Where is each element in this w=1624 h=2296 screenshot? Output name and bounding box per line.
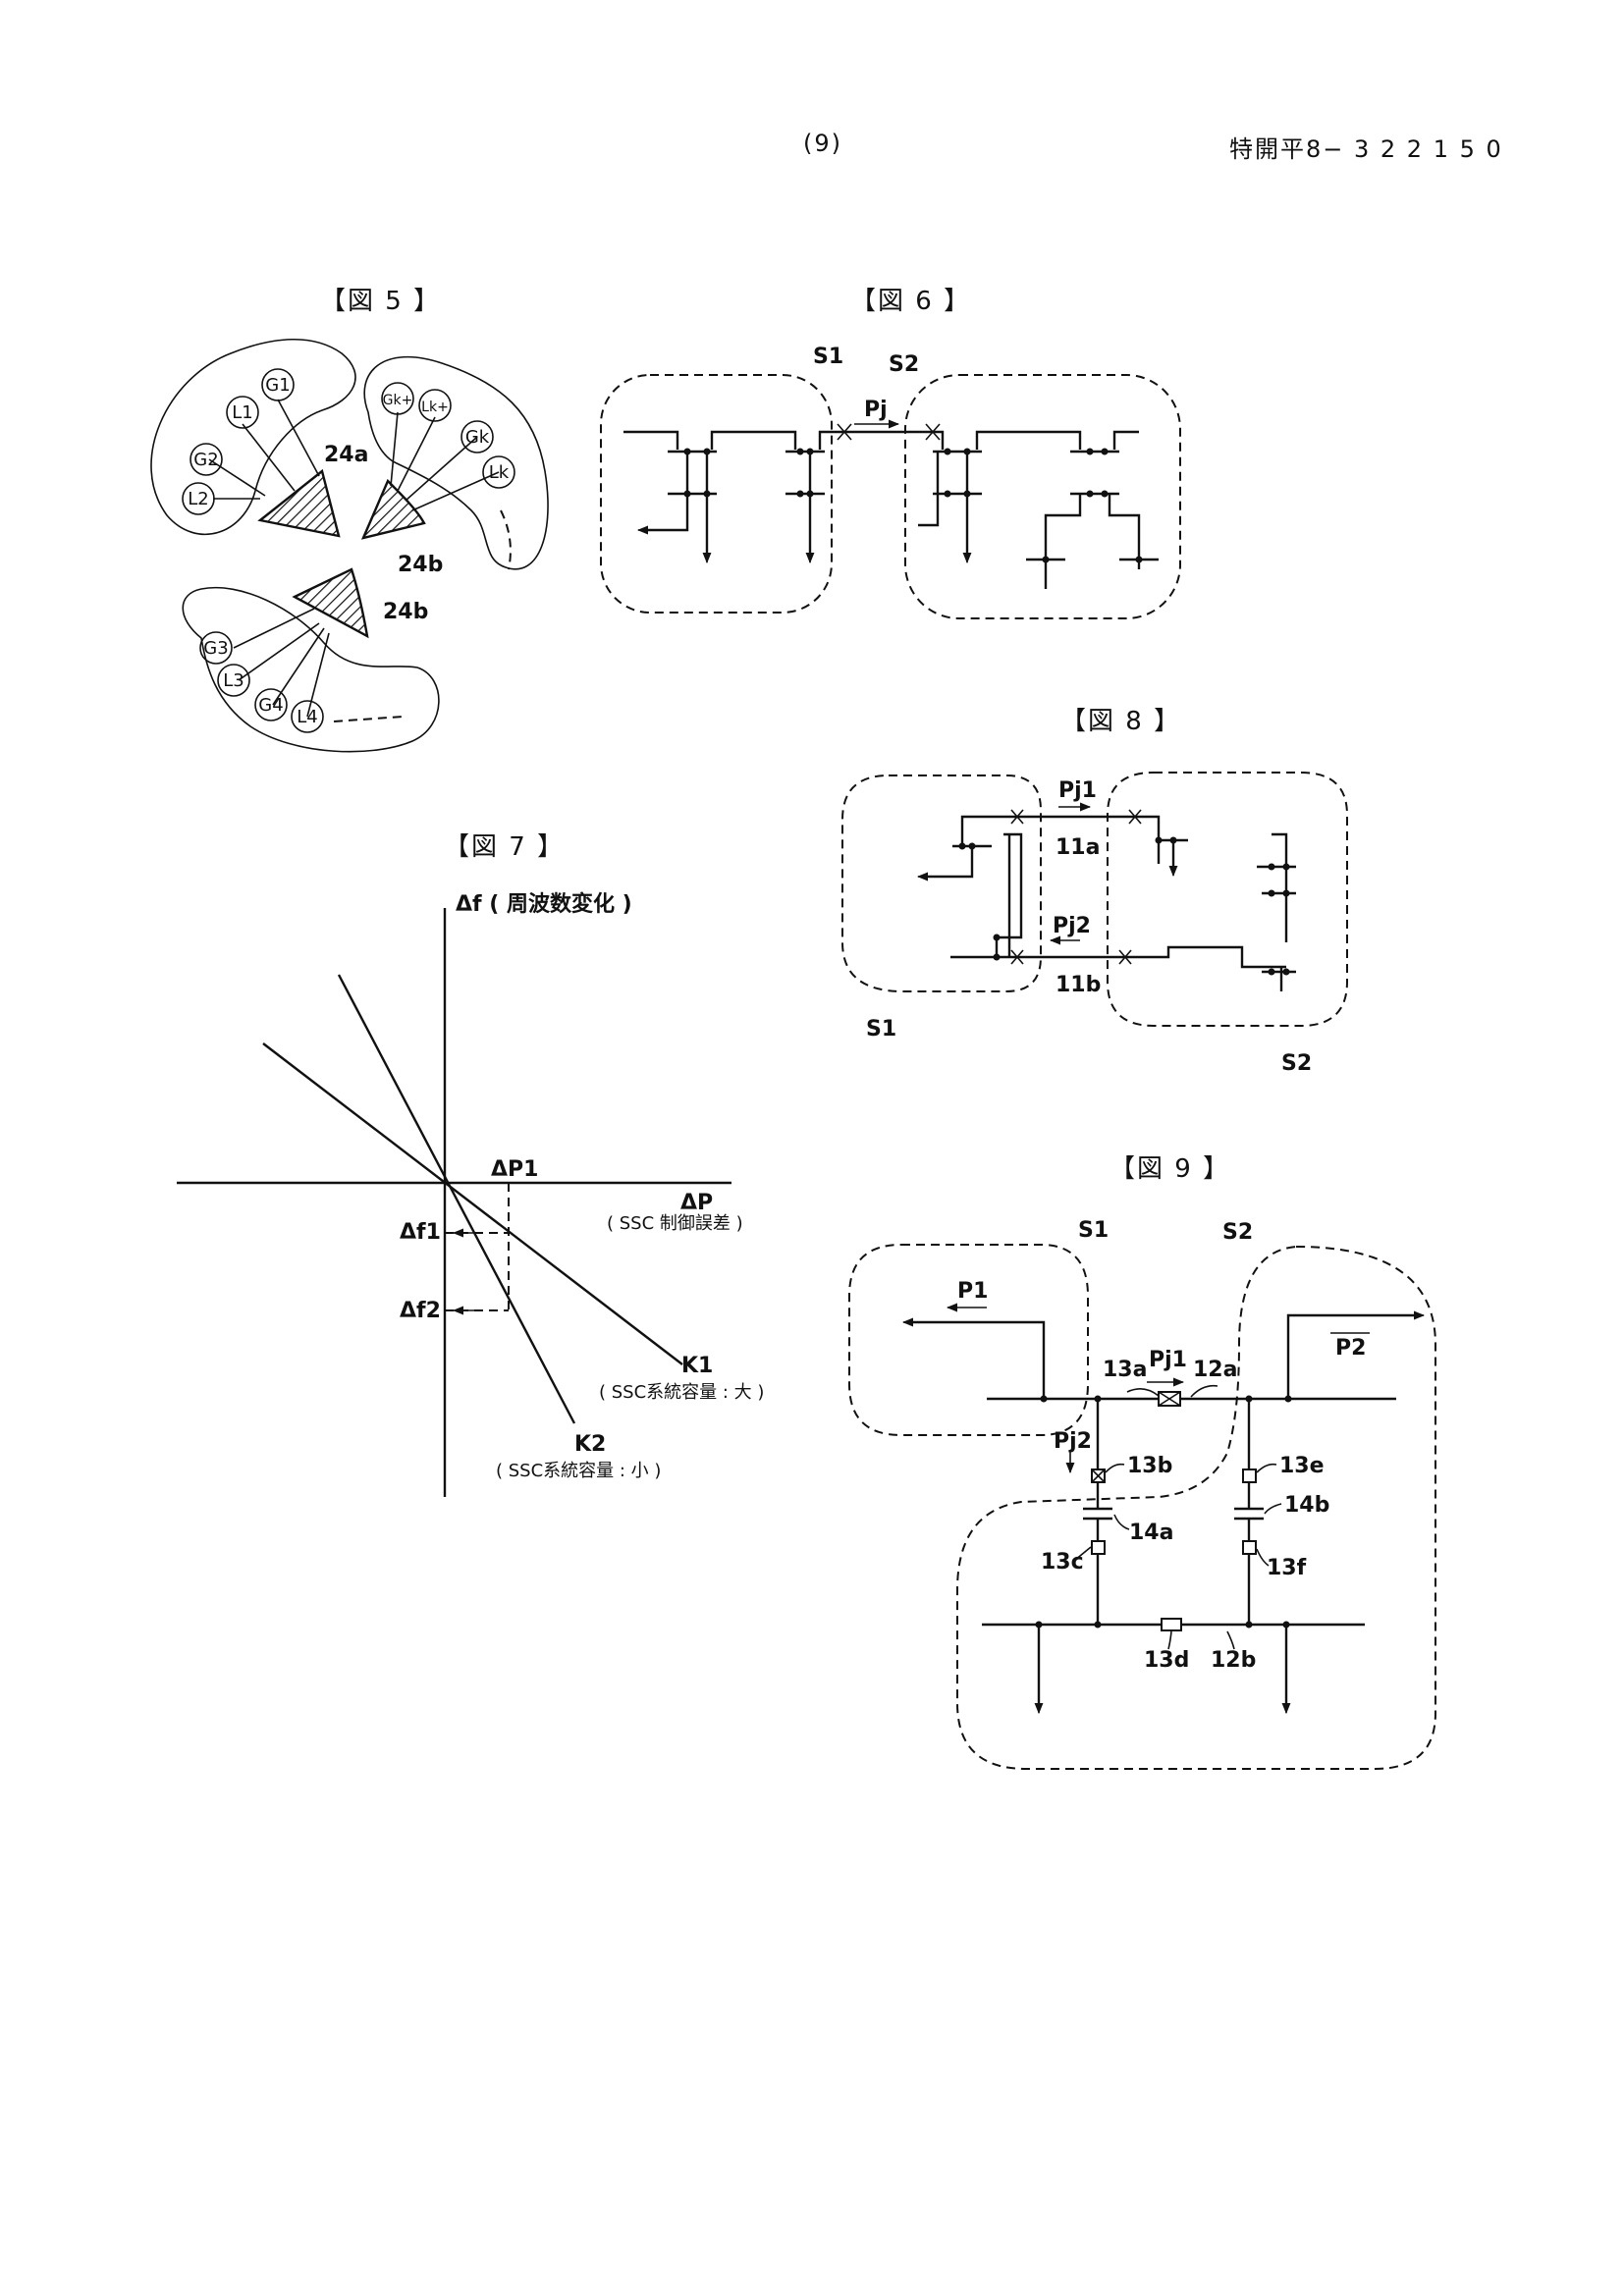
fig5-label-24b-top: 24b — [398, 553, 443, 577]
fig7-label-k1: K1 — [681, 1354, 713, 1378]
fig9-label-p1: P1 — [957, 1279, 988, 1304]
fig9-system-s2-boundary — [956, 1245, 1436, 1770]
fig8-label-11a: 11a — [1056, 835, 1100, 860]
fig5-group-outline-a — [150, 338, 356, 535]
fig7-x-axis-note: ( SSC 制御誤差 ) — [607, 1213, 743, 1234]
fig6-label-pj: Pj — [864, 398, 888, 422]
fig5-node-label: G3 — [203, 638, 228, 659]
fig5-group-outline-b — [363, 355, 549, 570]
fig9-label-s2: S2 — [1222, 1220, 1253, 1245]
fig7-label-dp1: ΔP1 — [491, 1157, 538, 1182]
fig5-shape-24a — [257, 468, 341, 538]
fig8-label-s2: S2 — [1281, 1051, 1312, 1076]
fig8-label-11b: 11b — [1056, 973, 1101, 997]
fig9-label-14a: 14a — [1129, 1521, 1173, 1545]
fig9-title: 【図 9 】 — [1110, 1154, 1231, 1184]
fig7-graph: Δf ( 周波数変化 ) ΔP ( SSC 制御誤差 ) ΔP1 Δf1 Δf2… — [177, 891, 764, 1497]
fig8-label-s1: S1 — [866, 1017, 896, 1041]
fig7-label-k2: K2 — [574, 1432, 606, 1457]
fig7-note-k1: ( SSC系統容量 : 大 ) — [599, 1382, 764, 1403]
fig7-note-k2: ( SSC系統容量 : 小 ) — [496, 1461, 661, 1481]
fig8-system-s2-boundary — [1107, 772, 1348, 1027]
fig8-label-pj2: Pj2 — [1053, 914, 1091, 938]
fig9-label-12b: 12b — [1211, 1648, 1256, 1673]
fig5-node-label: L1 — [232, 402, 252, 423]
fig9-label-12a: 12a — [1193, 1358, 1237, 1382]
fig5-node-label: G2 — [193, 450, 218, 470]
fig9-label-14b: 14b — [1284, 1493, 1329, 1518]
fig6-label-s1: S1 — [813, 345, 843, 369]
fig5-node-label: Lk — [489, 462, 510, 483]
fig9-label-pj2: Pj2 — [1054, 1429, 1092, 1454]
fig9-label-s1: S1 — [1078, 1218, 1109, 1243]
fig9-label-13a: 13a — [1103, 1358, 1147, 1382]
fig5-label-24a: 24a — [324, 443, 368, 467]
fig6-label-s2: S2 — [889, 352, 919, 377]
fig7-label-df2: Δf2 — [400, 1299, 441, 1323]
fig5-node-label: Lk+ — [421, 400, 449, 415]
fig7-line-k2 — [337, 974, 576, 1424]
fig7-title: 【図 7 】 — [444, 832, 566, 862]
fig6-title: 【図 6 】 — [850, 287, 972, 316]
fig5-shape-24b-bottom — [292, 567, 369, 639]
fig7-x-axis-label: ΔP — [680, 1191, 713, 1215]
fig5-label-24b-bottom: 24b — [383, 600, 428, 624]
fig5-node-circles — [182, 368, 515, 733]
fig8-diagram: Pj1 11a Pj2 11b S1 S2 — [841, 772, 1348, 1076]
fig5-node-label: L3 — [223, 670, 244, 691]
fig5-node-label: Gk+ — [383, 393, 413, 408]
fig5-node-label: G4 — [258, 695, 283, 716]
fig9-label-pj1: Pj1 — [1149, 1348, 1187, 1372]
publication-number: 特開平8− 3 2 2 1 5 0 — [1229, 135, 1503, 163]
fig5-title: 【図 5 】 — [320, 287, 442, 316]
fig7-label-df1: Δf1 — [400, 1220, 441, 1245]
fig9-label-p2: P2 — [1335, 1336, 1366, 1361]
fig5-diagram: G1 L1 G2 L2 Gk+ Lk+ Gk Lk G3 L3 G4 L4 24… — [150, 338, 549, 753]
fig7-y-axis-label: Δf ( 周波数変化 ) — [456, 891, 632, 917]
fig6-system-s1-boundary — [600, 374, 833, 614]
page-number: (9) — [803, 130, 842, 157]
fig5-node-label: L4 — [297, 707, 317, 727]
fig9-label-13e: 13e — [1279, 1454, 1325, 1478]
fig5-node-label: Gk — [465, 427, 490, 448]
fig5-shape-24b-top — [360, 478, 426, 540]
fig9-system-s1-boundary — [848, 1244, 1089, 1436]
fig5-node-label: L2 — [188, 489, 208, 509]
fig9-label-13b: 13b — [1127, 1454, 1172, 1478]
fig8-system-s1-boundary — [841, 774, 1042, 992]
fig9-label-13d: 13d — [1144, 1648, 1189, 1673]
fig6-diagram: S1 S2 Pj — [600, 345, 1181, 619]
fig8-label-pj1: Pj1 — [1058, 778, 1097, 803]
fig9-label-13f: 13f — [1267, 1556, 1307, 1580]
fig9-diagram: S1 S2 P1 P2 — [848, 1218, 1436, 1770]
fig9-label-13c: 13c — [1041, 1550, 1084, 1575]
fig7-line-k1 — [262, 1042, 683, 1365]
fig5-node-label: G1 — [265, 375, 290, 396]
fig9-breakers — [1091, 1391, 1257, 1631]
fig8-title: 【図 8 】 — [1060, 707, 1182, 736]
fig5-group-outline-c — [182, 586, 440, 753]
